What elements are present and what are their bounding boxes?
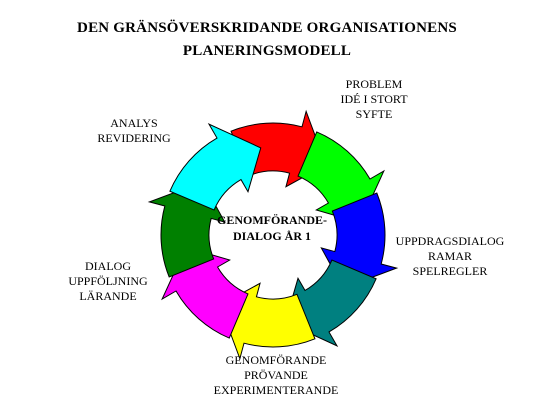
stage-label-line: ANALYS xyxy=(110,116,158,130)
diagram-title-line-1: DEN GRÄNSÖVERSKRIDANDE ORGANISATIONENS xyxy=(77,20,457,36)
stage-label-line: DIALOG xyxy=(85,259,131,273)
stage-label-dialog: DIALOG UPPFÖLJNING LÄRANDE xyxy=(56,259,160,304)
stage-label-line: SYFTE xyxy=(355,107,393,121)
stage-label-line: REVIDERING xyxy=(97,131,171,145)
stage-label-line: PROBLEM xyxy=(345,77,403,91)
diagram-title-line-2: PLANERINGSMODELL xyxy=(182,43,352,59)
stage-label-genomforande: GENOMFÖRANDE PRÖVANDE EXPERIMENTERANDE xyxy=(196,353,356,398)
center-label-line-2: DIALOG ÅR 1 xyxy=(232,229,311,243)
center-label-line-1: GENOMFÖRANDE- xyxy=(217,213,327,227)
stage-label-line: PRÖVANDE xyxy=(244,368,308,382)
cycle-arrow xyxy=(169,123,262,211)
stage-label-problem: PROBLEM IDÉ I STORT SYFTE xyxy=(322,77,426,122)
center-label: GENOMFÖRANDE- DIALOG ÅR 1 xyxy=(202,212,342,244)
stage-label-line: SPELREGLER xyxy=(412,264,488,278)
stage-label-line: IDÉ I STORT xyxy=(340,92,408,106)
stage-label-line: LÄRANDE xyxy=(79,289,137,303)
stage-label-analys: ANALYS REVIDERING xyxy=(74,116,194,146)
stage-label-line: GENOMFÖRANDE xyxy=(225,353,327,367)
stage-label-line: EXPERIMENTERANDE xyxy=(213,383,339,397)
stage-label-line: UPPFÖLJNING xyxy=(68,274,148,288)
stage-label-line: UPPDRAGSDIALOG xyxy=(395,234,505,248)
stage-label-line: RAMAR xyxy=(427,249,472,263)
stage-label-uppdrag: UPPDRAGSDIALOG RAMAR SPELREGLER xyxy=(378,234,522,279)
